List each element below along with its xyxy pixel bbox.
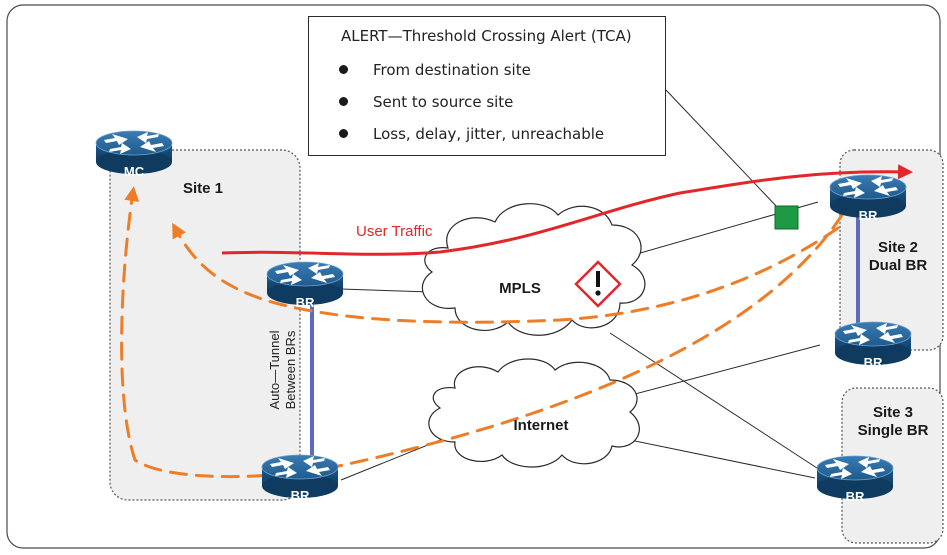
bullet-icon (339, 97, 348, 106)
alert-bullet-list: From destination site Sent to source sit… (339, 61, 604, 157)
mpls-label: MPLS (499, 280, 541, 297)
alert-bullet-text: Loss, delay, jitter, unreachable (373, 125, 605, 143)
mpls-cloud (421, 203, 646, 336)
measurement-point-icon (774, 205, 799, 230)
site2-br-lower[interactable]: BR (834, 321, 912, 370)
alert-bullet-item: Sent to source site (339, 93, 604, 125)
br-label: BR (296, 295, 315, 310)
internet-label: Internet (513, 417, 568, 434)
site2-label: Site 2 Dual BR (858, 239, 938, 275)
site2-desc: Dual BR (868, 257, 928, 274)
br-label: BR (864, 355, 883, 370)
site3-br[interactable]: BR (816, 455, 894, 504)
site1-br-upper[interactable]: BR (266, 261, 344, 310)
bullet-icon (339, 129, 348, 138)
mc-label: MC (124, 164, 145, 179)
site3-desc: Single BR (857, 422, 929, 439)
alert-bullet-item: From destination site (339, 61, 604, 93)
alert-title: ALERT—Threshold Crossing Alert (TCA) (341, 27, 632, 45)
site3-name: Site 3 (872, 404, 914, 421)
tunnel-label-line2: Between BRs (283, 330, 298, 410)
alert-bullet-item: Loss, delay, jitter, unreachable (339, 125, 604, 157)
user-traffic-path (221, 164, 913, 256)
bullet-icon (339, 65, 348, 74)
site1-br-lower[interactable]: BR (261, 454, 339, 503)
alert-callout: ALERT—Threshold Crossing Alert (TCA) Fro… (308, 16, 666, 156)
br-label: BR (291, 488, 310, 503)
alert-bullet-text: From destination site (373, 61, 531, 79)
alert-path-to-mc-upper (172, 222, 840, 324)
warning-icon (574, 260, 622, 308)
site2-name: Site 2 (877, 239, 919, 256)
site1-panel (109, 149, 301, 501)
site3-label: Site 3 Single BR (846, 404, 940, 440)
tunnel-label-line1: Auto—Tunnel (267, 330, 282, 410)
site2-br-upper[interactable]: BR (829, 174, 907, 223)
site1-label: Site 1 (183, 180, 224, 197)
mc-router[interactable]: MC (95, 130, 173, 179)
alert-bullet-text: Sent to source site (373, 93, 514, 111)
br-label: BR (846, 489, 865, 504)
user-traffic-label: User Traffic (356, 223, 433, 240)
br-label: BR (859, 208, 878, 223)
